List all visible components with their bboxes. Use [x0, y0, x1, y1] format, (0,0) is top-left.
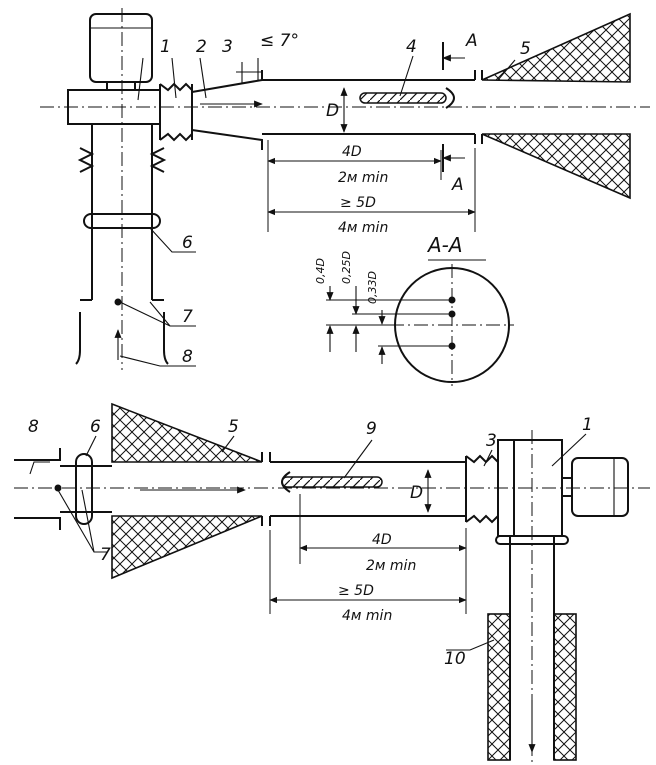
callout-2: 2	[196, 37, 207, 57]
acoustic-horn-top-upper	[481, 12, 631, 83]
diffuser-top-lower	[191, 129, 263, 150]
callout-3-top: 3	[222, 37, 233, 57]
section-mark-lower: A	[451, 175, 464, 195]
callout-1-top: 1	[160, 37, 171, 57]
dim-2m-label-top: 2м min	[338, 170, 388, 186]
angle-label: ≤ 7°	[260, 31, 299, 51]
diameter-label-top: D	[326, 101, 339, 121]
motor-coupling-top	[106, 81, 136, 91]
dim-4m-label-top: 4м min	[338, 220, 388, 236]
dim-4d-label-top: 4D	[342, 144, 362, 160]
section-mark-upper: A	[465, 31, 478, 51]
measurement-point-7-top	[114, 298, 122, 306]
offset-04d: 0,4D	[314, 258, 327, 284]
callout-7-bottom: 7	[100, 545, 111, 565]
top-assembly	[40, 8, 650, 370]
callout-6-bottom: 6	[90, 417, 101, 437]
silencer-left	[487, 613, 511, 761]
motor-bottom	[571, 457, 629, 517]
dim-2m-label-bottom: 2м min	[366, 558, 416, 574]
offset-025d: 0,25D	[340, 251, 353, 284]
callout-1-bottom: 1	[582, 415, 593, 435]
dim-5d-label-bottom: ≥ 5D	[338, 583, 374, 599]
callout-6-top: 6	[182, 233, 193, 253]
callout-10: 10	[444, 649, 466, 669]
callout-3-bottom: 3	[486, 431, 497, 451]
flex-connector-top-b	[159, 132, 193, 142]
flex-connector-top-a	[159, 82, 193, 92]
acoustic-horn-top-lower	[481, 133, 631, 200]
callout-8-top: 8	[182, 347, 193, 367]
callout-9: 9	[366, 419, 377, 439]
dim-4m-label-bottom: 4м min	[342, 608, 392, 624]
section-title: A-A	[426, 233, 463, 257]
motor-top	[89, 13, 153, 83]
callout-5-top: 5	[520, 39, 531, 59]
callout-8-bottom: 8	[28, 417, 39, 437]
flow-ring-6-bottom	[75, 453, 93, 525]
callout-4: 4	[406, 37, 417, 57]
dim-5d-label-top: ≥ 5D	[340, 195, 376, 211]
dim-4d-label-bottom: 4D	[372, 532, 392, 548]
bottom-assembly	[14, 402, 650, 762]
callout-5-bottom: 5	[228, 417, 239, 437]
flow-ring-6-top	[83, 213, 161, 229]
pitot-probe-bottom	[281, 476, 383, 488]
diameter-label-bottom: D	[410, 483, 423, 503]
offset-033d: 0,33D	[366, 271, 379, 304]
acoustic-horn-bottom-upper	[111, 402, 263, 463]
acoustic-horn-bottom-lower	[111, 515, 263, 580]
measurement-point-7-bottom	[54, 484, 62, 492]
silencer-right	[553, 613, 577, 761]
callout-7-top: 7	[182, 307, 193, 327]
section-a-a	[326, 259, 514, 386]
pitot-probe-top	[359, 92, 447, 104]
